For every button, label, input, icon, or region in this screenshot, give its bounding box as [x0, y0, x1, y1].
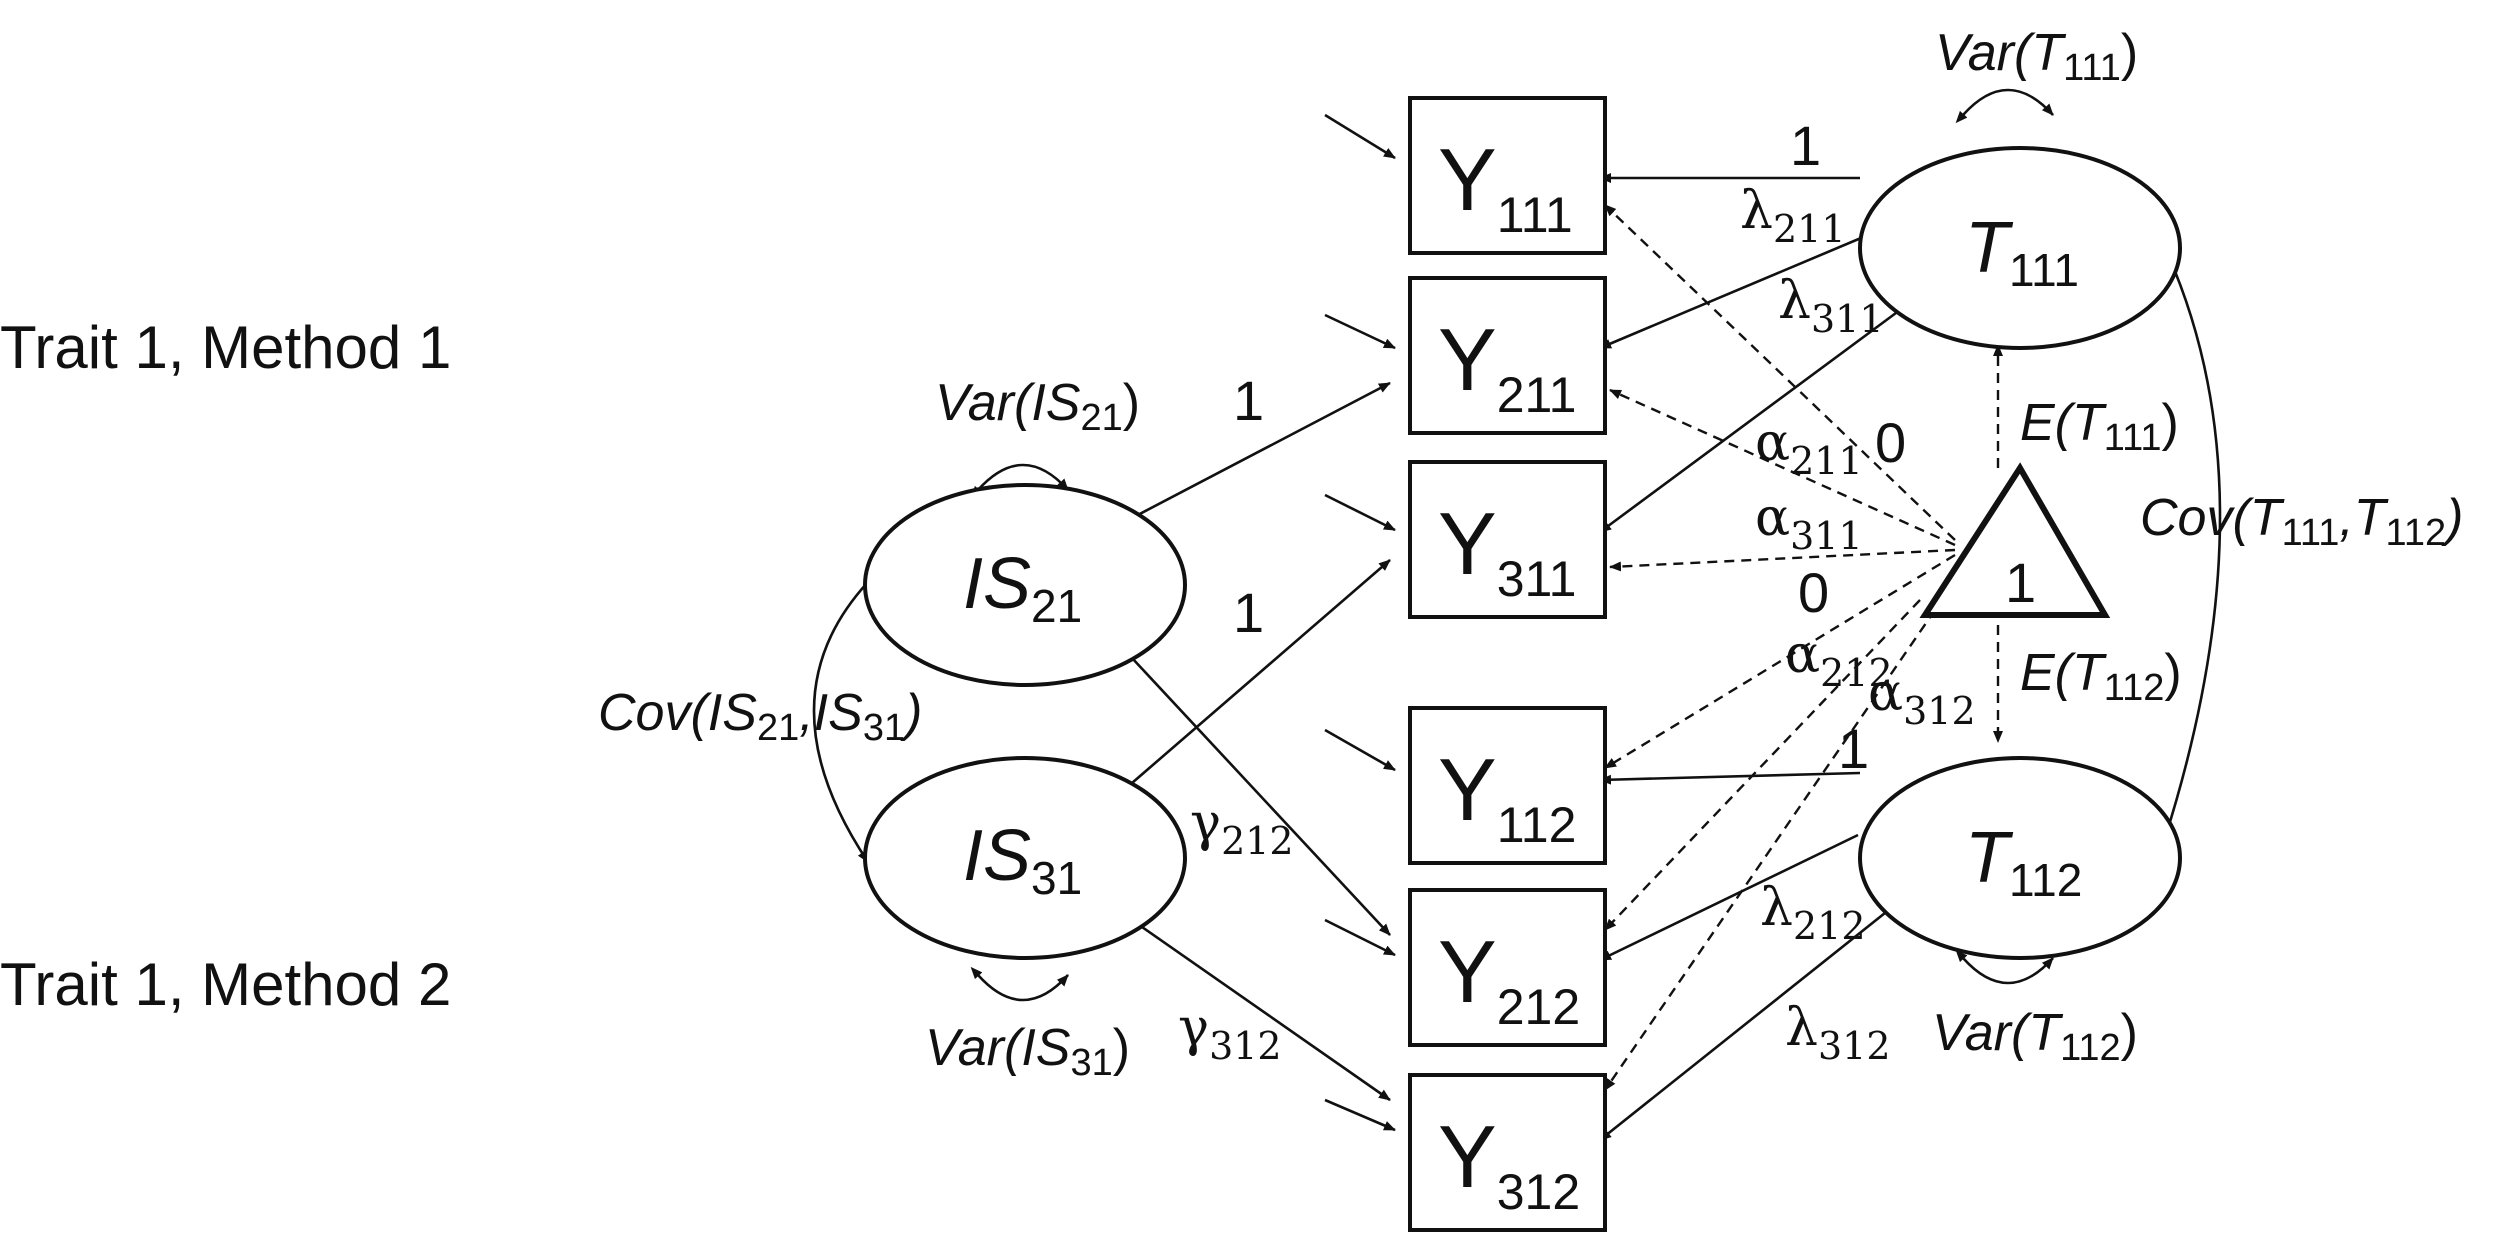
- error-arrow-y111: [1324, 113, 1396, 160]
- observed-y211: Y211: [1408, 276, 1607, 435]
- error-arrow-y112: [1324, 728, 1396, 772]
- mean-structure-paths: [1604, 204, 2003, 1091]
- zero-intercept-top: 0: [1875, 411, 1906, 474]
- latent-is21: IS21: [863, 483, 1187, 687]
- observed-y112-sub: 112: [1497, 797, 1577, 853]
- gamma-212: γ212: [1190, 793, 1294, 863]
- zero-intercept-bottom: 0: [1798, 561, 1829, 624]
- alpha-311: α311: [1755, 488, 1863, 558]
- cov-label-is: Cov(IS21,IS31): [598, 684, 922, 749]
- path-t111-y311: [1599, 308, 1901, 534]
- constant-triangle: 1: [1919, 462, 2111, 618]
- var-loop-is21: [970, 463, 1069, 499]
- path-is31-y312: [1131, 918, 1391, 1102]
- svg-text:Y212: Y212: [1438, 922, 1580, 1035]
- latent-is31: IS31: [863, 756, 1187, 960]
- error-arrow-y312: [1324, 1098, 1396, 1132]
- dashed-const-y211: [1609, 388, 1956, 547]
- latent-t111-sub: 111: [2009, 244, 2079, 296]
- latent-is31-sub: 31: [1031, 852, 1082, 904]
- exp-label-t111: E(T111): [2020, 394, 2179, 459]
- var-label-is31: Var(IS31): [925, 1019, 1130, 1084]
- cov-curve-t111-t112: [2160, 237, 2222, 839]
- loading-t111-y111: 1: [1790, 114, 1821, 177]
- latent-t112-sub: 112: [2009, 854, 2082, 906]
- path-is21-y212: [1131, 657, 1391, 936]
- latent-t112-base: T: [1965, 818, 2014, 898]
- latent-t111: T111: [1858, 146, 2182, 350]
- observed-y312-base: Y: [1438, 1107, 1497, 1206]
- method2-label: Trait 1, Method 2: [0, 951, 451, 1018]
- cov-label-t: Cov(T111,T112): [2140, 489, 2463, 554]
- observed-y312-sub: 312: [1497, 1164, 1580, 1220]
- error-arrows: [1324, 113, 1396, 1132]
- var-loop-t111: [1955, 88, 2054, 124]
- alpha-212: α212: [1785, 625, 1893, 695]
- svg-text:Y111: Y111: [1438, 130, 1573, 243]
- svg-text:Y312: Y312: [1438, 1107, 1580, 1220]
- latent-t111-base: T: [1965, 208, 2014, 288]
- var-loop-t112: [1955, 949, 2054, 985]
- path-t112-y112: [1599, 771, 1861, 785]
- observed-y112: Y112: [1408, 706, 1607, 865]
- alpha-211: α211: [1755, 413, 1863, 483]
- alpha-312: α312: [1868, 663, 1976, 733]
- svg-text:Y311: Y311: [1438, 494, 1576, 607]
- gamma-312: γ312: [1178, 998, 1282, 1068]
- svg-text:Y112: Y112: [1438, 740, 1576, 853]
- svg-text:T112: T112: [1965, 818, 2082, 906]
- observed-y112-base: Y: [1438, 740, 1497, 839]
- path-t112-y212: [1599, 833, 1859, 962]
- lambda-311: λ311: [1778, 271, 1884, 341]
- observed-y212: Y212: [1408, 888, 1607, 1047]
- observed-y211-sub: 211: [1497, 367, 1577, 423]
- observed-y311-sub: 311: [1497, 551, 1577, 607]
- observed-y111-base: Y: [1438, 130, 1497, 229]
- var-label-t111: Var(T111): [1935, 24, 2138, 89]
- observed-y111: Y111: [1408, 96, 1607, 255]
- error-arrow-y212: [1324, 918, 1396, 957]
- latent-is21-base: IS: [963, 544, 1031, 624]
- svg-text:IS31: IS31: [963, 816, 1082, 904]
- observed-y312: Y312: [1408, 1073, 1607, 1232]
- lambda-312: λ312: [1785, 998, 1891, 1068]
- dashed-const-y111: [1604, 204, 1956, 541]
- var-loop-is31: [970, 966, 1069, 1002]
- svg-text:T111: T111: [1965, 208, 2079, 296]
- loading-is31-y311: 1: [1233, 581, 1264, 644]
- cov-curve-is21-is31: [812, 573, 876, 863]
- observed-y212-base: Y: [1438, 922, 1497, 1021]
- dashed-const-y212: [1604, 599, 1921, 931]
- latent-is31-base: IS: [963, 816, 1031, 896]
- error-arrow-y311: [1324, 493, 1396, 532]
- latent-is21-sub: 21: [1031, 580, 1082, 632]
- exp-label-t112: E(T112): [2020, 644, 2182, 709]
- lambda-212: λ212: [1760, 878, 1866, 948]
- path-t112-y312: [1599, 903, 1896, 1142]
- observed-y211-base: Y: [1438, 310, 1497, 409]
- constant-label: 1: [2005, 551, 2036, 614]
- path-is21-y211: [1131, 381, 1391, 520]
- var-label-t112: Var(T112): [1932, 1004, 2138, 1069]
- dashed-const-y311: [1609, 548, 1956, 572]
- method1-label: Trait 1, Method 1: [0, 314, 451, 381]
- dashed-const-y112: [1604, 553, 1956, 770]
- observed-y212-sub: 212: [1497, 979, 1580, 1035]
- latent-t112: T112: [1858, 756, 2182, 960]
- loading-is21-y211: 1: [1233, 369, 1264, 432]
- svg-text:IS21: IS21: [963, 544, 1082, 632]
- svg-text:Y211: Y211: [1438, 310, 1576, 423]
- path-t111-y211: [1599, 228, 1881, 350]
- observed-y311: Y311: [1408, 460, 1607, 619]
- path-is31-y311: [1131, 559, 1391, 784]
- dashed-const-y312: [1604, 609, 1936, 1091]
- error-arrow-y211: [1324, 313, 1396, 350]
- var-label-is21: Var(IS21): [935, 374, 1140, 439]
- loading-t112-y112: 1: [1838, 717, 1869, 780]
- lambda-211: λ211: [1740, 181, 1846, 251]
- observed-y311-base: Y: [1438, 494, 1497, 593]
- observed-y111-sub: 111: [1497, 187, 1573, 243]
